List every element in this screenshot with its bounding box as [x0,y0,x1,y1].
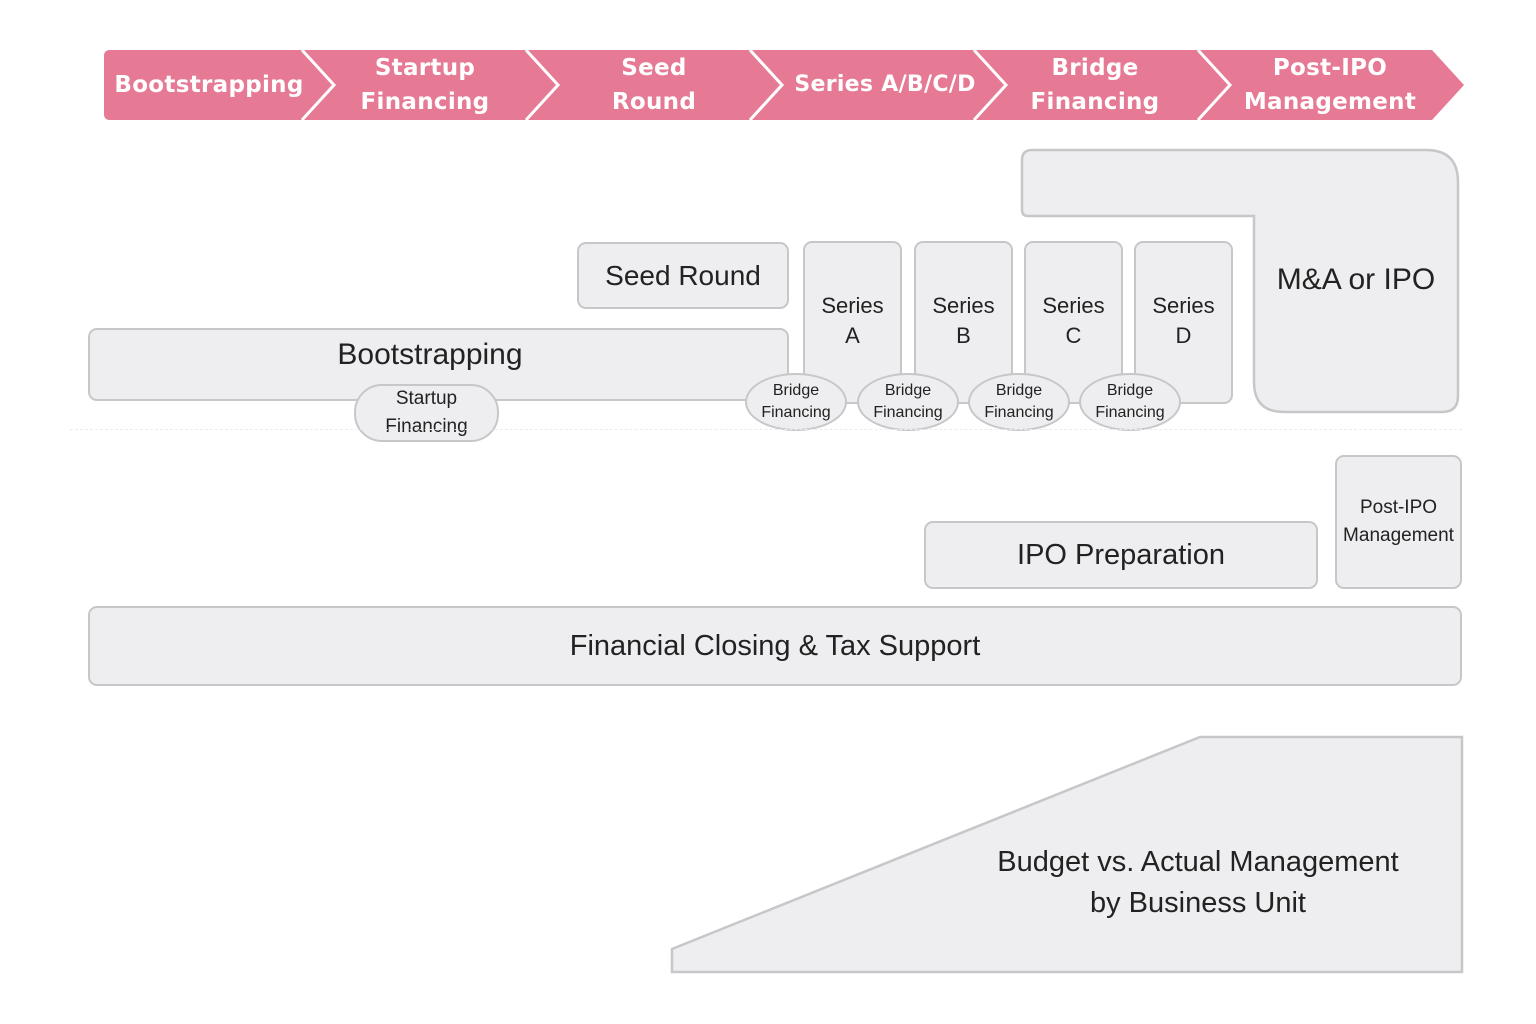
chevron-divider [524,48,561,122]
seed-round-box: Seed Round [577,242,789,309]
chevron-divider [300,48,337,122]
stage-label-bootstrapping: Bootstrapping [114,72,304,98]
stage-label-bridge-financing: Bridge Financing [1030,55,1160,115]
ma-ipo-shape [1020,148,1460,414]
chevron-divider [972,48,1009,122]
budget-vs-actual-shape [670,735,1464,974]
budget-vs-actual-label: Budget vs. Actual Management by Business… [997,846,1399,919]
bootstrapping-label: Bootstrapping [337,338,523,371]
post-ipo-management-box: Post-IPO Management [1335,455,1462,589]
bridge-financing-oval: Bridge Financing [1079,373,1181,431]
startup-financing-pill: Startup Financing [354,384,499,442]
bridge-financing-oval: Bridge Financing [857,373,959,431]
stage-label-series: Series A/B/C/D [794,72,976,97]
bridge-financing-oval: Bridge Financing [968,373,1070,431]
bridge-financing-oval: Bridge Financing [745,373,847,431]
stage-chevron-bar [104,48,1464,122]
chevron-divider [748,48,785,122]
stage-label-startup-financing: Startup Financing [360,55,490,115]
stage-label-seed-round: Seed Round [611,55,697,115]
chevron-divider [1196,48,1233,122]
ipo-preparation-box: IPO Preparation [924,521,1318,589]
stage-label-post-ipo: Post-IPO Management [1243,55,1417,115]
financial-closing-box: Financial Closing & Tax Support [88,606,1462,686]
section-divider [70,429,1462,430]
ma-or-ipo-label: M&A or IPO [1276,263,1436,296]
